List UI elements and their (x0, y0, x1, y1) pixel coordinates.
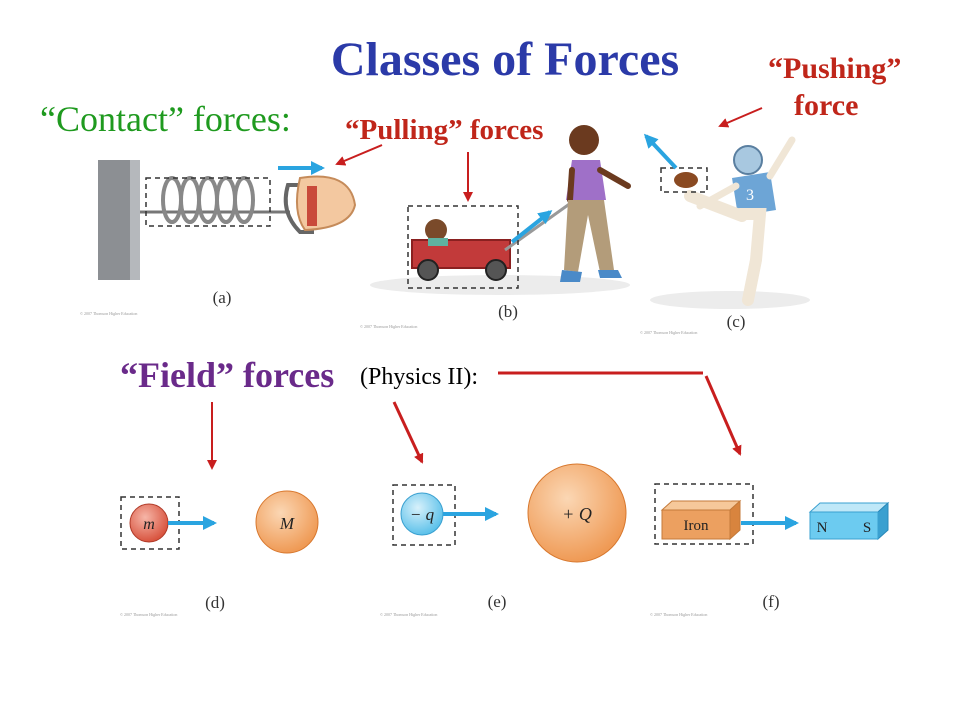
caption-c: (c) (727, 312, 746, 331)
football-player: 3 (684, 136, 796, 306)
child-pulling (560, 125, 631, 282)
spring-coils (161, 176, 255, 224)
mass-M (255, 490, 319, 554)
copyright-c: © 2007 Thomson Higher Education (640, 330, 697, 335)
copyright-a: © 2007 Thomson Higher Education (80, 311, 137, 316)
hand (295, 175, 357, 232)
contact-forces-label: “Contact” forces: (40, 99, 291, 139)
wall (98, 160, 134, 280)
copyright-f: © 2007 Thomson Higher Education (650, 612, 707, 617)
pushing-force-label-line2: force (794, 89, 859, 122)
panel-a-spring: (a) © 2007 Thomson Higher Education (80, 160, 357, 316)
iron-block (661, 509, 731, 540)
charge-pos-Q (527, 463, 627, 563)
bar-magnet (809, 511, 879, 540)
field-forces-label: “Field” forces (120, 355, 335, 395)
svg-text:3: 3 (746, 187, 754, 204)
panel-c-kicker: 3 (c) © 2007 Thomson Higher Education (640, 133, 810, 335)
mass-m-label: m (143, 516, 155, 533)
copyright-e: © 2007 Thomson Higher Education (380, 612, 437, 617)
pulling-forces-label: “Pulling” forces (345, 114, 544, 146)
indicator-arrow-field-e (392, 401, 424, 464)
caption-a: (a) (213, 288, 232, 307)
caption-d: (d) (205, 593, 225, 612)
panel-e-electric: − q + Q (e) © 2007 Thomson Higher Educat… (380, 463, 627, 617)
mass-M-label: M (279, 514, 295, 533)
panel-d-gravity: m M (d) © 2007 Thomson Higher Education (120, 490, 319, 617)
panel-b-wagon: (b) © 2007 Thomson Higher Education (360, 125, 631, 329)
magnet-north-label: N (817, 520, 828, 536)
caption-e: (e) (488, 592, 507, 611)
dashed-box-spring (145, 177, 271, 227)
indicator-arrow-pushing (718, 107, 763, 128)
magnet-south-label: S (863, 520, 871, 536)
force-arrow-c (643, 133, 678, 170)
caption-f: (f) (763, 592, 780, 611)
dashed-box-football (660, 167, 708, 193)
page-title: Classes of Forces (330, 33, 680, 86)
copyright-d: © 2007 Thomson Higher Education (120, 612, 177, 617)
football (674, 172, 698, 188)
physics-note: (Physics II): (360, 364, 478, 390)
copyright-b: © 2007 Thomson Higher Education (360, 324, 417, 329)
panel-f-magnetic: Iron N S (f) © 2007 Thomson Higher Educa… (650, 483, 890, 617)
charge-pos-Q-label: + Q (562, 504, 592, 524)
force-arrow-b (510, 210, 553, 244)
dashed-box-wagon (407, 205, 519, 289)
indicator-arrow-field-f (704, 375, 742, 456)
dashed-box-iron (654, 483, 754, 545)
baby (425, 219, 447, 241)
charge-neg-q-label: − q (410, 505, 435, 524)
iron-label: Iron (684, 518, 709, 534)
caption-b: (b) (498, 302, 518, 321)
pushing-force-label: “Pushing” (768, 52, 902, 85)
indicator-arrow-pulling-a (335, 144, 383, 166)
